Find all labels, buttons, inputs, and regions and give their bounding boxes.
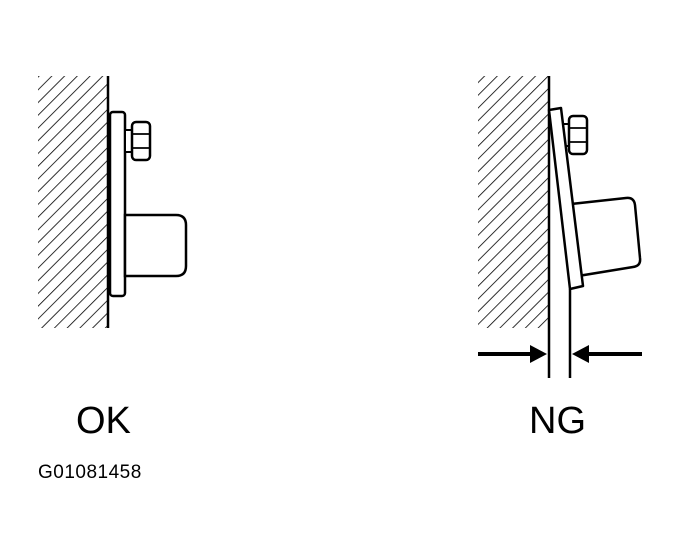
ok-illustration bbox=[38, 76, 188, 328]
ng-wall-hatch bbox=[478, 76, 548, 328]
ng-component-body bbox=[569, 196, 642, 278]
ok-wall-hatch bbox=[38, 76, 108, 328]
ng-bracket-plate bbox=[547, 106, 585, 291]
ok-bracket-plate bbox=[108, 110, 127, 298]
ng-label: NG bbox=[529, 400, 586, 442]
ng-gap-arrow-right bbox=[572, 345, 642, 363]
ng-gap-arrow-left bbox=[478, 345, 547, 363]
ok-component-body bbox=[123, 213, 188, 278]
ok-label: OK bbox=[76, 400, 131, 442]
ng-illustration bbox=[478, 76, 642, 378]
figure-code: G01081458 bbox=[38, 462, 142, 483]
ok-bolt bbox=[124, 120, 152, 162]
